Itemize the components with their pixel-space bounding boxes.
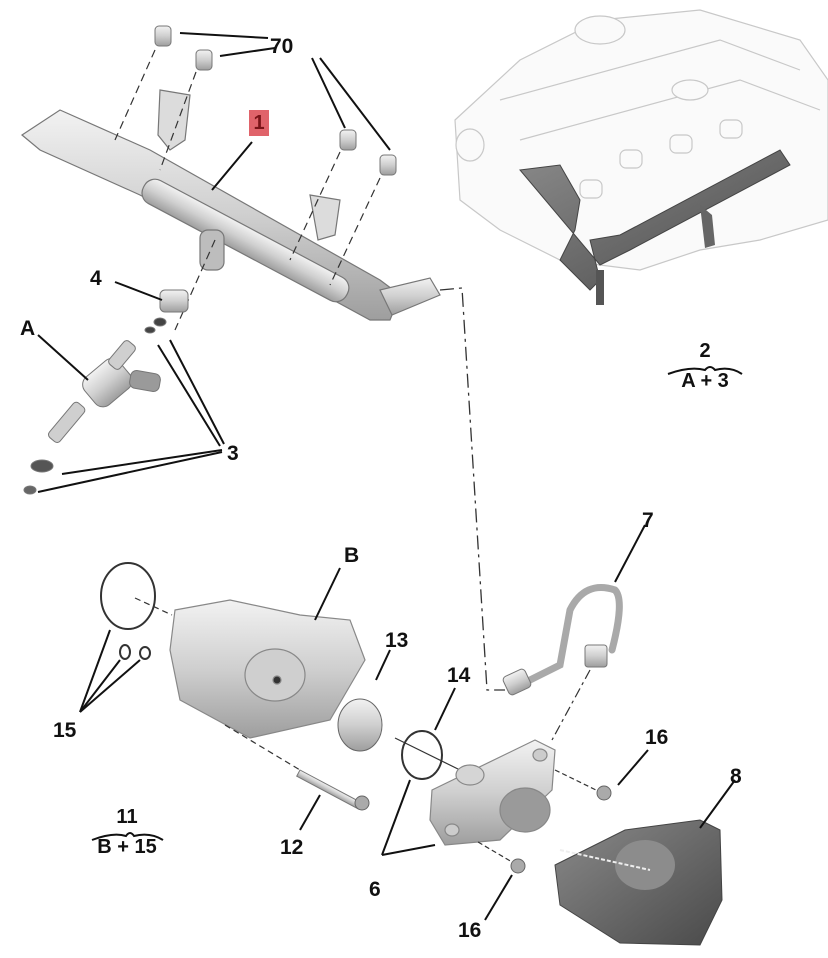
callout-15: 15 (53, 719, 77, 742)
o-ring-14 (394, 687, 461, 780)
callout-16-upper: 16 (645, 726, 669, 749)
fuel-rail (20, 89, 441, 321)
callout-a: A (20, 317, 36, 340)
leader-lines-a-3 (37, 334, 225, 493)
leader-lines-70 (179, 32, 391, 151)
engine-illustration (454, 9, 828, 271)
callout-4: 4 (90, 267, 102, 290)
callout-12: 12 (280, 836, 304, 859)
callout-1-highlighted: 1 (249, 110, 269, 136)
leader-line-1 (211, 141, 253, 191)
kit-11: 11 B + 15 (87, 806, 167, 858)
engine-fuel-rail-dark (519, 149, 791, 305)
callout-6: 6 (369, 878, 381, 901)
callout-8: 8 (730, 765, 742, 788)
callout-14: 14 (447, 664, 471, 687)
fuel-pipe-7 (502, 524, 646, 741)
kit-brace-2 (667, 366, 743, 375)
bolts-16 (477, 749, 649, 921)
kit-2-number: 2 (699, 340, 711, 362)
part-13-tappet (337, 649, 391, 752)
kit-brace-11 (91, 832, 164, 841)
injector-a (23, 317, 167, 495)
callout-70: 70 (270, 35, 294, 58)
callout-3: 3 (227, 442, 239, 465)
kit-11-number: 11 (116, 806, 138, 828)
o-rings-15 (100, 562, 156, 660)
pump-cover-8 (554, 779, 736, 946)
bolt-12 (224, 724, 370, 831)
leader-lines-15-b (79, 567, 341, 713)
connection-line (439, 287, 505, 691)
callout-13: 13 (385, 629, 409, 652)
callout-16-lower: 16 (458, 919, 482, 942)
callout-b: B (344, 544, 360, 567)
bolts-70 (154, 25, 397, 176)
part-4-adapter (114, 281, 189, 313)
kit-2: 2 A + 3 (665, 340, 745, 392)
kit-11-contents: B + 15 (97, 836, 157, 858)
high-pressure-pump-6 (429, 739, 556, 846)
kit-2-contents: A + 3 (681, 370, 729, 392)
leader-lines-6 (381, 779, 436, 856)
pump-housing-b (169, 599, 366, 739)
callout-7: 7 (642, 509, 654, 532)
